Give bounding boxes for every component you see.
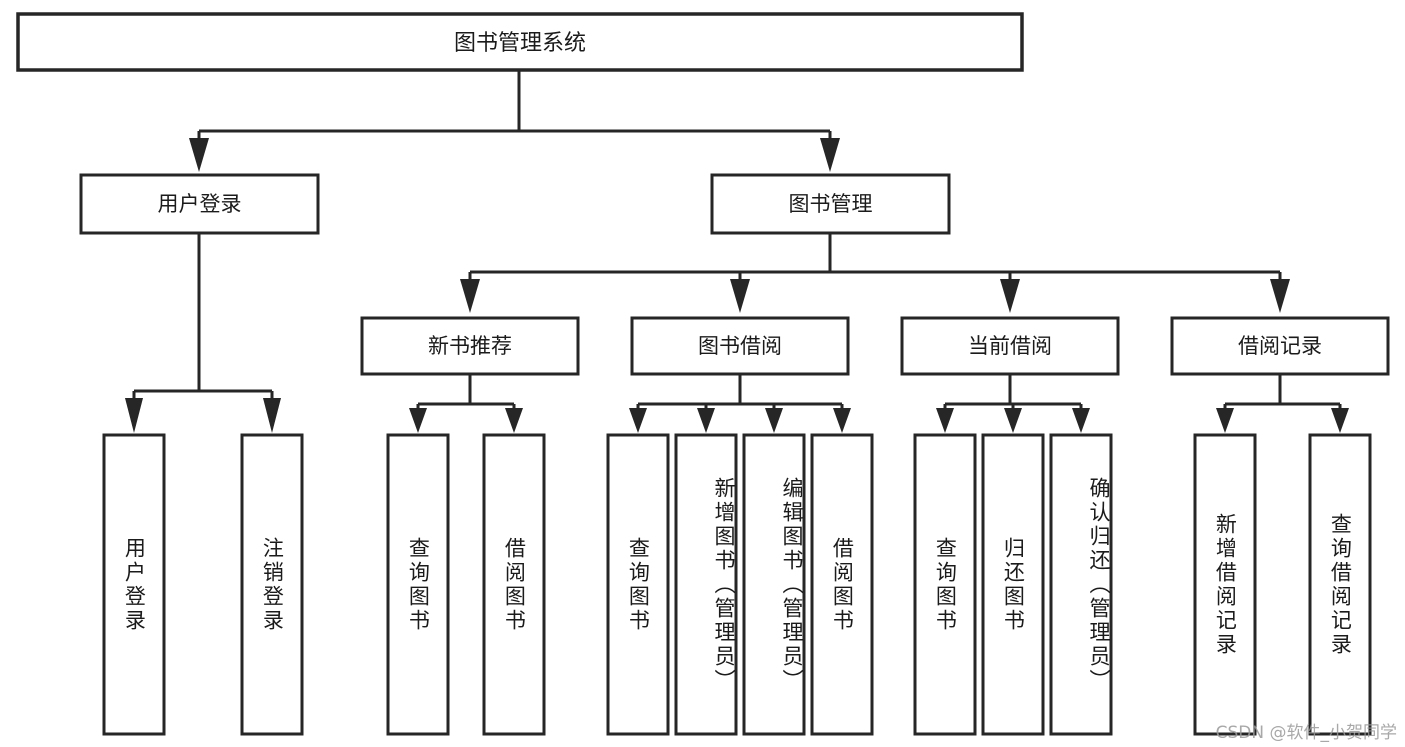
node-book-borrow[interactable]: 图书借阅: [630, 316, 850, 376]
arrow-head-leaf-4: [505, 408, 523, 433]
arrow-head-level2-2: [730, 279, 750, 313]
arrow-head-level2-1: [460, 279, 480, 313]
node-user-login-label: 用户登录: [158, 192, 242, 216]
leaf-box-12[interactable]: [1193, 433, 1257, 736]
arrow-head-leaf-2: [263, 398, 281, 433]
node-user-login[interactable]: 用户登录: [79, 173, 320, 235]
leaf-box-7[interactable]: [742, 433, 806, 736]
node-borrow-record[interactable]: 借阅记录: [1170, 316, 1390, 376]
connector-group-borrow-record: [1216, 374, 1349, 433]
connector-group-current-borrow: [936, 374, 1090, 433]
node-current-borrow-box[interactable]: [900, 316, 1120, 376]
leaf-box-8[interactable]: [810, 433, 874, 736]
node-borrow-record-label: 借阅记录: [1238, 334, 1322, 358]
arrow-head-leaf-6: [697, 408, 715, 433]
node-new-book-recommend-box[interactable]: [360, 316, 580, 376]
arrow-head-root-2: [820, 138, 840, 172]
arrow-head-leaf-11: [1072, 408, 1090, 433]
arrow-head-leaf-10: [1004, 408, 1022, 433]
node-book-manage[interactable]: 图书管理: [710, 173, 951, 235]
node-current-borrow[interactable]: 当前借阅: [900, 316, 1120, 376]
leaf-box-11[interactable]: [1049, 433, 1113, 736]
node-new-book-recommend[interactable]: 新书推荐: [360, 316, 580, 376]
arrow-head-leaf-13: [1331, 408, 1349, 433]
node-book-borrow-box[interactable]: [630, 316, 850, 376]
watermark-text: CSDN @软件_小贺同学: [1215, 723, 1397, 743]
connector-group-book-borrow: [629, 374, 851, 433]
connector-group-book-manage: [460, 233, 1290, 313]
arrow-head-leaf-7: [765, 408, 783, 433]
arrow-head-level2-3: [1000, 279, 1020, 313]
arrow-head-leaf-1: [125, 398, 143, 433]
node-book-manage-label: 图书管理: [789, 192, 873, 216]
connector-group-new-book: [409, 374, 523, 433]
leaf-box-2[interactable]: [240, 433, 304, 736]
leaf-box-6[interactable]: [674, 433, 738, 736]
leaf-box-9[interactable]: [913, 433, 977, 736]
leaf-box-group: [102, 433, 1372, 736]
node-root-box[interactable]: [16, 12, 1024, 72]
leaf-box-1[interactable]: [102, 433, 166, 736]
connector-group-user-login: [125, 233, 281, 433]
node-new-book-recommend-label: 新书推荐: [428, 334, 512, 358]
leaf-box-13[interactable]: [1308, 433, 1372, 736]
arrow-head-leaf-9: [936, 408, 954, 433]
arrow-head-leaf-12: [1216, 408, 1234, 433]
arrow-head-leaf-3: [409, 408, 427, 433]
connector-group-root: [189, 70, 840, 172]
node-book-manage-box[interactable]: [710, 173, 951, 235]
node-borrow-record-box[interactable]: [1170, 316, 1390, 376]
leaf-box-10[interactable]: [981, 433, 1045, 736]
arrow-head-leaf-8: [833, 408, 851, 433]
node-root[interactable]: 图书管理系统: [16, 12, 1024, 72]
leaf-box-5[interactable]: [606, 433, 670, 736]
node-book-borrow-label: 图书借阅: [698, 334, 782, 358]
leaf-box-3[interactable]: [386, 433, 450, 736]
arrow-head-level2-4: [1270, 279, 1290, 313]
arrow-head-root-1: [189, 138, 209, 172]
leaf-box-4[interactable]: [482, 433, 546, 736]
node-root-label: 图书管理系统: [454, 31, 586, 56]
node-user-login-box[interactable]: [79, 173, 320, 235]
node-current-borrow-label: 当前借阅: [968, 334, 1052, 358]
arrow-head-leaf-5: [629, 408, 647, 433]
